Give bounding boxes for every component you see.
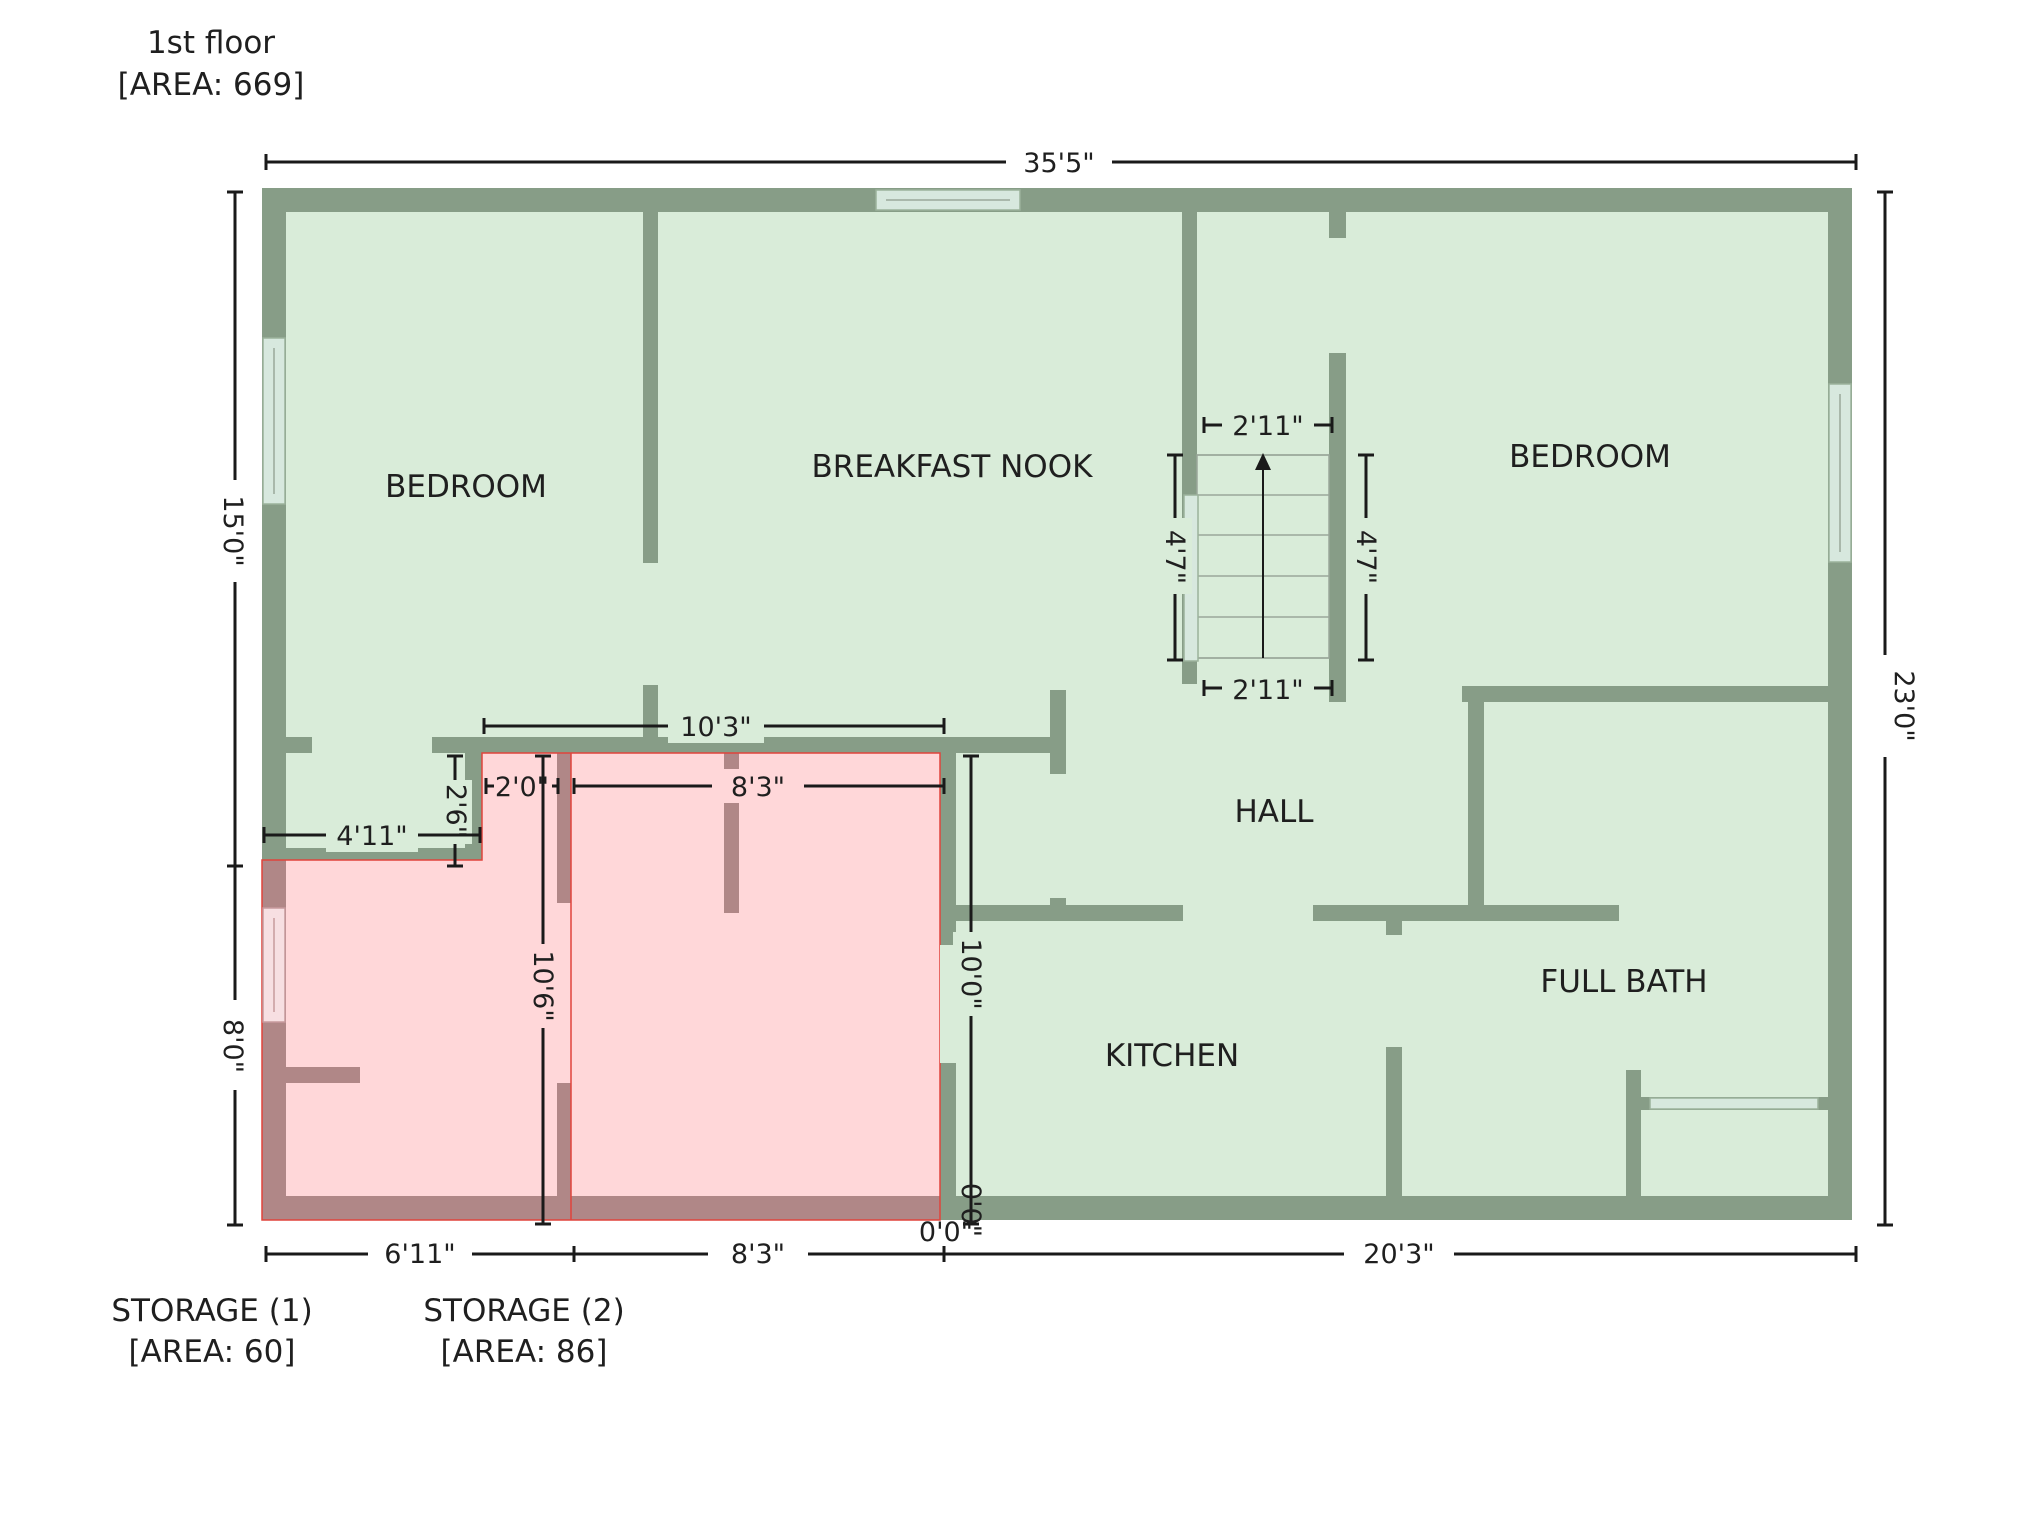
dim-storage2-width: 8'3" (731, 772, 785, 803)
dim-stair-length-right: 4'7" (1350, 530, 1381, 584)
storage-wall-bottom (262, 1196, 940, 1220)
wall-bath-left (1468, 686, 1484, 916)
storage-stub (286, 1067, 360, 1083)
window-bath (1649, 1097, 1819, 1110)
wall-right (1828, 188, 1852, 1220)
dim-stair-length-left: 4'7" (1159, 530, 1190, 584)
dim-left-upper: 15'0" (217, 495, 248, 566)
dim-bottom-middle: 8'3" (731, 1239, 785, 1270)
dim-zero-horizontal: 0'0" (919, 1217, 973, 1248)
dimension-lines: 35'5" 15'0" 8'0" 23'0" 6'11" 8'3" 20'3" (214, 142, 1919, 1272)
storage-1-area: [AREA: 60] (129, 1334, 296, 1370)
door-kitchen-hall (1183, 905, 1313, 921)
floor-area: [AREA: 669] (118, 67, 305, 103)
room-labels: BEDROOM BREAKFAST NOOK BEDROOM HALL KITC… (385, 439, 1708, 1074)
window-storage (262, 907, 286, 1023)
windows (262, 189, 1852, 1110)
floor-name: 1st floor (147, 25, 275, 61)
dim-stair-width-top: 2'11" (1232, 411, 1303, 442)
wall-bath-nook (1626, 1070, 1641, 1196)
room-label-kitchen: KITCHEN (1105, 1038, 1239, 1074)
room-label-bedroom-right: BEDROOM (1509, 439, 1671, 475)
wall-bedroom-right-bottom (1346, 686, 1828, 702)
door-kitchen-bath (1386, 935, 1402, 1047)
storage-area (261, 752, 941, 1221)
wall-storage-top (286, 737, 1056, 753)
dim-overall-height: 23'0" (1888, 670, 1919, 741)
window-right (1828, 383, 1852, 563)
dim-stair-width-bottom: 2'11" (1232, 675, 1303, 706)
walls (262, 188, 1852, 1220)
stairs (1183, 453, 1330, 662)
wall-left-upper (262, 188, 286, 860)
door-bedroom-right-hall (1346, 686, 1462, 702)
room-label-full-bath: FULL BATH (1540, 964, 1707, 1000)
room-label-bedroom-left: BEDROOM (385, 469, 547, 505)
dim-overall-width: 35'5" (1023, 148, 1094, 179)
room-label-breakfast-nook: BREAKFAST NOOK (812, 449, 1094, 485)
storage-divider-upper (557, 753, 571, 903)
storage-outline (261, 752, 941, 1221)
wall-bottom-right (940, 1196, 1852, 1220)
door-bedroom-right (1329, 238, 1346, 353)
window-top (875, 189, 1021, 211)
dim-closet-width: 4'11" (336, 821, 407, 852)
dim-gap: 2'0" (495, 772, 549, 803)
window-left (262, 337, 286, 505)
dim-bottom-right: 20'3" (1363, 1239, 1434, 1270)
storage-2-area: [AREA: 86] (441, 1334, 608, 1370)
dim-storage-top: 10'3" (680, 712, 751, 743)
stair-up-arrow-icon (1255, 453, 1271, 470)
door-hall-nook (1050, 774, 1066, 898)
storage-fill (262, 753, 940, 1220)
room-label-hall: HALL (1234, 794, 1314, 830)
storage-1-name: STORAGE (1) (111, 1293, 312, 1329)
door-bedroom-nook (643, 563, 658, 685)
dim-storage-height: 10'6" (527, 950, 558, 1021)
openings (312, 238, 1462, 1063)
dim-closet-height: 2'6" (440, 784, 471, 838)
dim-left-lower: 8'0" (217, 1019, 248, 1073)
door-closet (312, 737, 432, 753)
storage-notes: STORAGE (1) [AREA: 60] STORAGE (2) [AREA… (111, 1293, 624, 1370)
dim-zero-vertical: 0'0" (955, 1183, 986, 1237)
storage-2-name: STORAGE (2) (423, 1293, 624, 1329)
door-kitchen-storage (940, 945, 956, 1063)
wall-top (262, 188, 1852, 212)
dim-kitchen-height: 10'0" (955, 938, 986, 1009)
storage-divider-lower (557, 1083, 571, 1196)
dim-bottom-left: 6'11" (384, 1239, 455, 1270)
